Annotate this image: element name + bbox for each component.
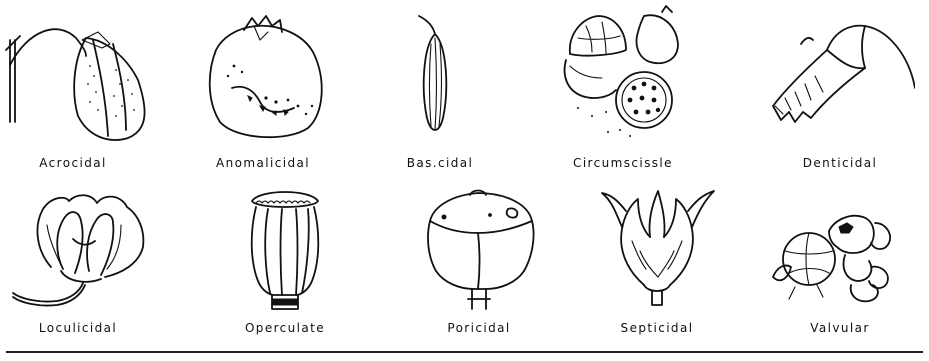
- label-valvular: Valvular: [765, 321, 915, 335]
- label-anomalicidal: Anomalicidal: [188, 156, 338, 170]
- item-denticidal: Denticidal: [765, 10, 915, 180]
- label-operculate: Operculate: [210, 321, 360, 335]
- acrocidal-capsule-icon: [0, 10, 148, 150]
- item-circumscissile: Circumscissle: [548, 4, 698, 174]
- label-loculicidal: Loculicidal: [3, 321, 153, 335]
- basicidal-capsule-icon: [365, 10, 515, 150]
- item-septicidal: Septicidal: [582, 181, 732, 351]
- operculate-capsule-icon: [210, 181, 360, 321]
- anomalicidal-capsule-icon: [188, 10, 338, 150]
- valvular-capsule-icon: [765, 181, 915, 321]
- loculicidal-capsule-icon: [3, 181, 153, 321]
- label-septicidal: Septicidal: [582, 321, 732, 335]
- label-circumscissile: Circumscissle: [548, 156, 698, 170]
- denticidal-capsule-icon: [765, 10, 915, 150]
- item-anomalicidal: Anomalicidal: [188, 10, 338, 180]
- item-operculate: Operculate: [210, 181, 360, 351]
- item-poricidal: Poricidal: [404, 181, 554, 351]
- label-denticidal: Denticidal: [765, 156, 915, 170]
- septicidal-capsule-icon: [582, 181, 732, 321]
- item-loculicidal: Loculicidal: [3, 181, 153, 351]
- label-acrocidal: Acrocidal: [0, 156, 148, 170]
- circumscissile-capsule-icon: [548, 4, 698, 144]
- label-basicidal: Bas.cidal: [365, 156, 515, 170]
- item-basicidal: Bas.cidal: [365, 10, 515, 180]
- item-acrocidal: Acrocidal: [0, 10, 148, 180]
- poricidal-capsule-icon: [404, 181, 554, 321]
- label-poricidal: Poricidal: [404, 321, 554, 335]
- item-valvular: Valvular: [765, 181, 915, 351]
- bottom-rule: [6, 351, 923, 353]
